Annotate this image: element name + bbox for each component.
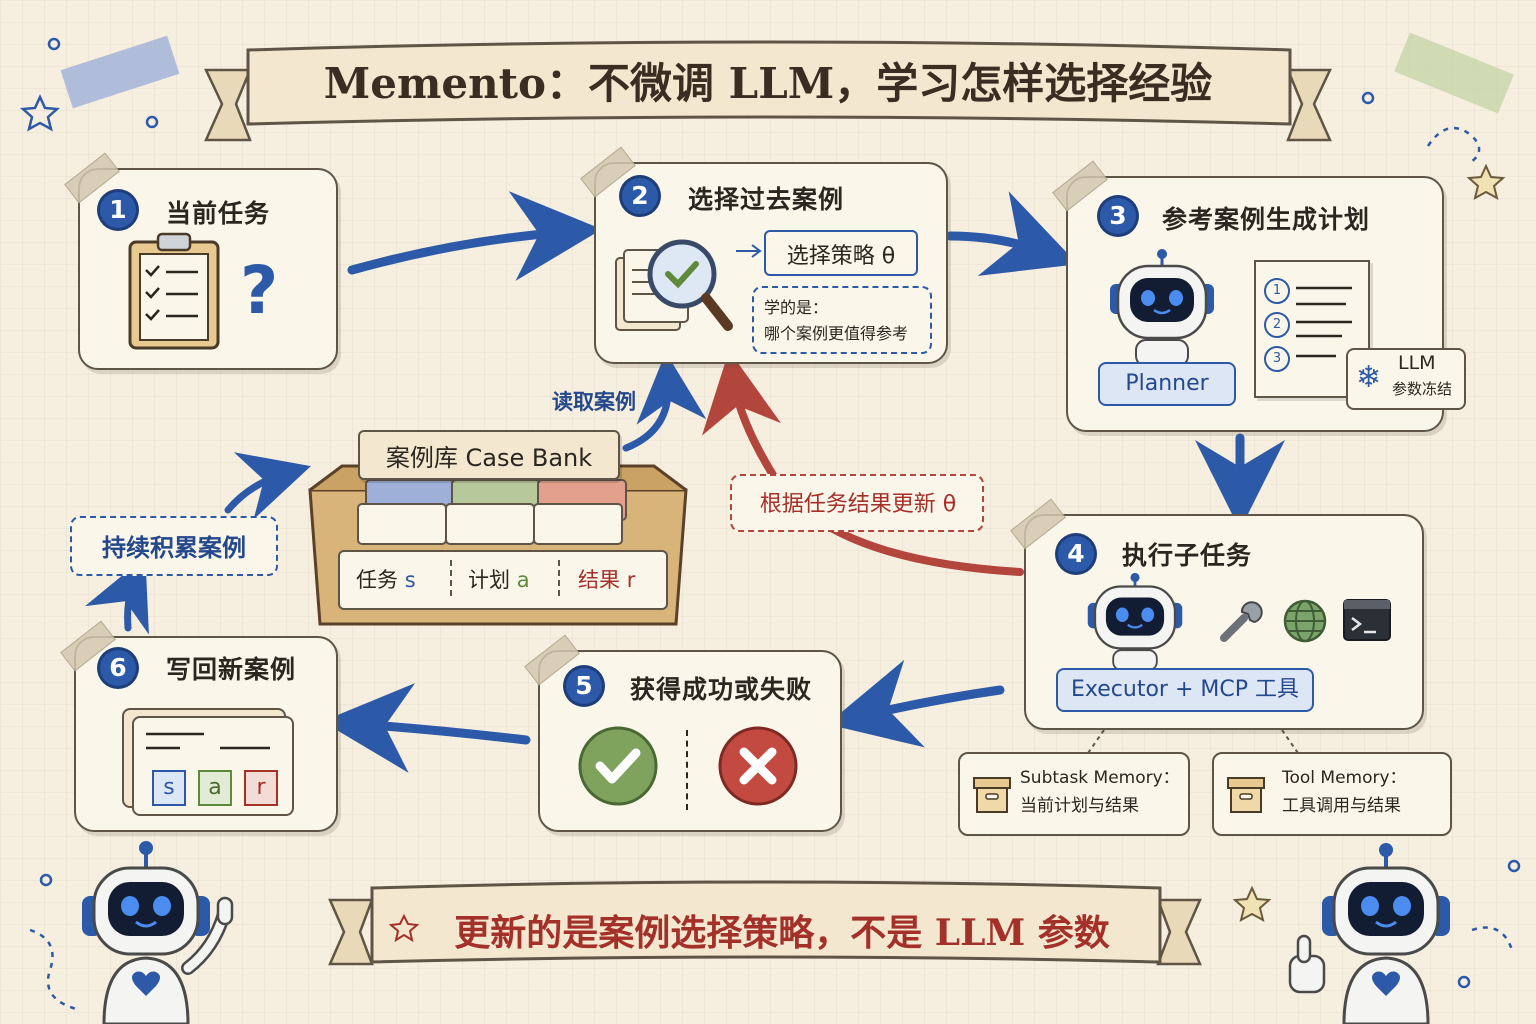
step-5-card: 5 获得成功或失败: [524, 634, 842, 832]
page-title: Memento：不微调 LLM，学习怎样选择经验: [323, 59, 1213, 108]
star-icon: [19, 93, 61, 132]
search-cases-icon: [615, 239, 733, 331]
case-lines-icon: [146, 732, 270, 750]
arrow-accumulate-to-bank: [224, 452, 311, 520]
arrow-1-to-2: [347, 191, 602, 281]
tool-memory-title: Tool Memory：: [1282, 768, 1407, 788]
case-bank-label: 案例库 Case Bank: [385, 444, 593, 472]
step-4-title: 执行子任务: [1122, 541, 1253, 570]
arrow-4-to-5: [826, 659, 1005, 748]
step-4-number: 4: [1058, 536, 1094, 572]
step-1-card: 1 当前任务 ?: [64, 152, 338, 370]
accumulate-label: 持续积累案例: [102, 534, 246, 562]
subtask-memory-title: Subtask Memory：: [1020, 768, 1180, 788]
case-field-task-name: 任务: [356, 568, 398, 592]
step-6-card: 6 写回新案例 s a r: [60, 620, 338, 832]
case-tag-r: r: [244, 770, 278, 806]
snowflake-icon: ❄: [1356, 360, 1382, 395]
archive-box-icon: [1227, 777, 1265, 813]
arrow-6-to-accumulate: [84, 556, 149, 635]
executor-robot-icon: [1087, 572, 1183, 672]
tape-left-icon: [60, 35, 180, 109]
step-5-number: 5: [566, 668, 602, 704]
case-bank-fields: [338, 550, 668, 610]
executor-label: Executor + MCP 工具: [1056, 668, 1314, 712]
step-6-title: 写回新案例: [166, 655, 297, 684]
title-banner: [204, 40, 1332, 142]
case-tag-a: a: [198, 770, 232, 806]
globe-icon: [1283, 599, 1327, 643]
step-1-number: 1: [100, 192, 136, 228]
step-3-number: 3: [1100, 198, 1136, 234]
frozen-badge: [1346, 348, 1466, 410]
learn-note: [752, 286, 932, 354]
step-2-card: 2 选择过去案例 选择策略 θ 学的是： 哪个案例更值得参考: [580, 146, 948, 364]
clipboard-icon: [128, 232, 220, 350]
step-4-card: 4 执行子任务 Executor + MCP 工具: [1010, 498, 1424, 730]
arrow-bank-to-step2: [622, 352, 707, 452]
frozen-line1: LLM: [1398, 352, 1436, 374]
step-1-title: 当前任务: [166, 199, 271, 228]
success-check-icon: [578, 726, 658, 806]
footer-banner: [328, 880, 1202, 966]
learn-note-line1: 学的是：: [764, 298, 829, 317]
case-field-plan-symbol: a: [516, 568, 530, 592]
case-bank-label-plate: [358, 430, 620, 480]
step-2-number: 2: [622, 178, 658, 214]
divider: [686, 730, 688, 810]
planner-robot-icon: [1110, 249, 1214, 367]
step-3-title: 参考案例生成计划: [1162, 205, 1371, 234]
subtask-memory-desc: 当前计划与结果: [1020, 796, 1139, 816]
step-3-card: 3 参考案例生成计划 Planner 1 2 3 ❄ LLM 参数冻结: [1052, 160, 1466, 432]
arrow-2-to-3: [945, 191, 1078, 276]
question-mark: ?: [240, 252, 279, 329]
pointing-robot-icon: [82, 841, 234, 1024]
case-field-result-symbol: r: [626, 568, 636, 592]
planner-label: Planner: [1098, 362, 1236, 406]
star-gold-icon: [1466, 163, 1506, 200]
update-theta-box: [730, 474, 984, 532]
step-5-title: 获得成功或失败: [630, 675, 813, 704]
plan-item-3: 3: [1264, 346, 1290, 372]
policy-box: [764, 230, 918, 276]
case-field-task-symbol: s: [404, 568, 416, 592]
plan-lines-icon: [1296, 286, 1352, 358]
plan-item-1: 1: [1264, 278, 1290, 304]
read-cases-label: 读取案例: [552, 390, 636, 414]
case-field-task: 任务 s: [356, 564, 416, 594]
case-tag-s: s: [152, 770, 186, 806]
failure-x-icon: [718, 726, 798, 806]
terminal-icon: [1343, 599, 1391, 641]
footer-star-icon: [388, 913, 420, 943]
thumbs-up-robot-icon: [1288, 843, 1450, 1024]
case-field-result-name: 结果: [578, 568, 620, 592]
small-arrow-icon: [736, 244, 762, 258]
accumulate-box: [70, 516, 278, 576]
case-field-plan-name: 计划: [468, 568, 510, 592]
step-6-number: 6: [100, 650, 136, 686]
circle-doodle-icon: [47, 37, 61, 51]
case-field-result: 结果 r: [578, 564, 635, 594]
update-theta-label: 根据任务结果更新 θ: [759, 492, 957, 517]
tool-memory-desc: 工具调用与结果: [1282, 796, 1401, 816]
frozen-line2: 参数冻结: [1392, 380, 1453, 398]
plan-item-2: 2: [1264, 312, 1290, 338]
arrow-5-to-6: [322, 683, 531, 773]
case-field-plan: 计划 a: [468, 564, 530, 594]
tape-right-icon: [1394, 32, 1514, 114]
policy-label: 选择策略 θ: [786, 244, 896, 269]
learn-note-line2: 哪个案例更值得参考: [764, 324, 909, 343]
subtask-memory-card: Subtask Memory： 当前计划与结果: [958, 752, 1190, 836]
step-2-title: 选择过去案例: [688, 185, 845, 214]
tool-memory-card: Tool Memory： 工具调用与结果: [1212, 752, 1452, 836]
wrench-icon: [1220, 601, 1263, 642]
archive-box-icon: [973, 777, 1011, 813]
footer-message: 更新的是案例选择策略，不是 LLM 参数: [454, 912, 1110, 954]
